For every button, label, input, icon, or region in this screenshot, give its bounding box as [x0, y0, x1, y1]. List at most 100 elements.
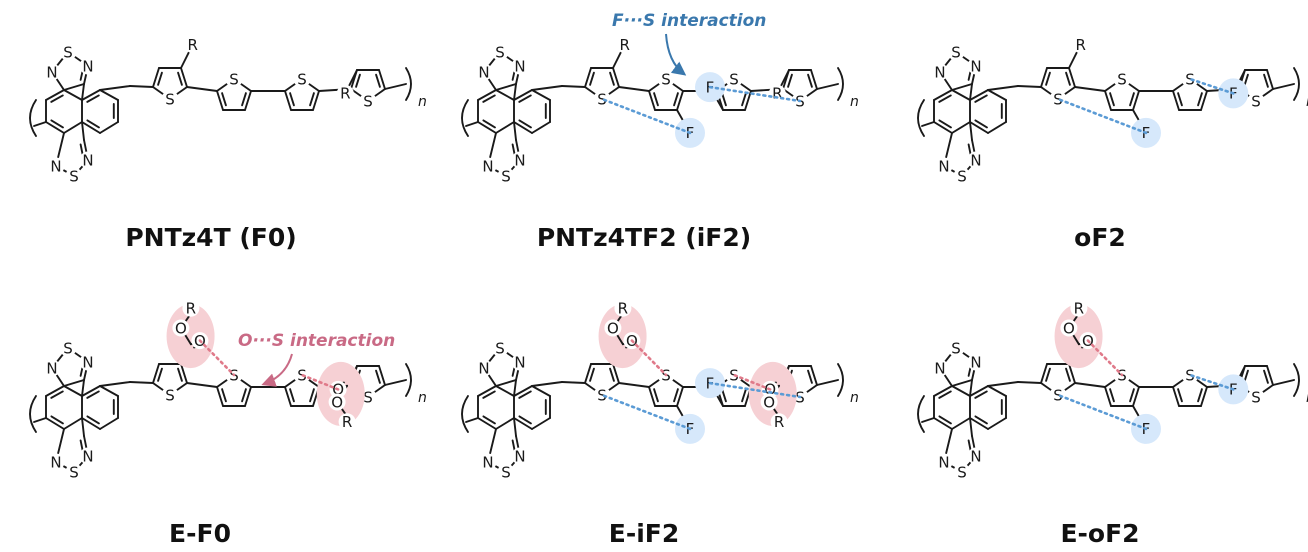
ntz-bond-inner [938, 94, 952, 103]
thiophene-2-bond-inner [653, 388, 659, 403]
ntz-bond-inner [86, 415, 100, 425]
thiadiazole-bottom-bond [513, 121, 517, 141]
thiophene-1-bond-inner [589, 367, 595, 382]
ntz-bond [477, 417, 497, 430]
nitrogen-atom-mask [931, 359, 949, 377]
thiophene-3-bond [312, 90, 320, 111]
thiadiazole-top-bond [951, 379, 973, 387]
ntz-bond-inner [482, 119, 496, 129]
thiophene-3-bond-inner [289, 92, 295, 107]
thiophene-3-bond-inner [1197, 388, 1203, 403]
thiophene-3-sulfur-mask [725, 70, 743, 88]
ntz-bond [951, 385, 971, 397]
nitrogen-atom: N [934, 359, 945, 377]
ntz-bond [531, 385, 551, 397]
ntz-bond [495, 385, 515, 397]
thiophene-1-sulfur: S [597, 386, 607, 404]
thiadiazole-top-bond [495, 83, 517, 91]
thiophene-2-bond-inner [1129, 388, 1135, 403]
thiophene-4-sulfur: S [363, 92, 373, 110]
thiadiazole-bottom-bond [81, 417, 85, 437]
nitrogen-atom-mask [967, 353, 985, 371]
thiophene-1-sulfur-mask [593, 386, 611, 404]
thiophene-2-bond-inner [241, 388, 247, 403]
nitrogen-atom: N [970, 57, 981, 75]
repeat-index-n: n [418, 390, 427, 406]
ntz-bond-inner [86, 390, 100, 399]
nitrogen-atom: N [938, 157, 949, 175]
backbone-bond [465, 121, 479, 127]
fs-contact [1188, 77, 1235, 95]
ester-oxygen-ring1-mask [172, 319, 190, 337]
nitrogen-atom-mask [79, 353, 97, 371]
structure-panel-5: NSNNSNSSSSnOORFF [917, 300, 1308, 481]
ester-alkyl-ring4: R [342, 413, 352, 431]
thiadiazole-top-bond [81, 83, 85, 101]
thiophene-4-bond [1266, 69, 1274, 90]
ntz-bond [513, 417, 533, 430]
ester-alkyl-ring1: R [1074, 300, 1084, 318]
thiophene-1-bond-inner [609, 367, 615, 382]
ntz-bond [951, 89, 971, 101]
sulfur-atom: S [501, 463, 511, 481]
thiophene-1-bond [1068, 363, 1076, 384]
thiophene-3-sulfur-mask [293, 70, 311, 88]
thiophene-1-sulfur-mask [1049, 386, 1067, 404]
thiophene-3-sulfur: S [729, 70, 739, 88]
ntz-bond-inner [974, 94, 988, 103]
thiophene-3-bond-inner [721, 388, 727, 403]
backbone-bond [921, 121, 935, 127]
thiadiazole-top-bond [951, 83, 973, 91]
ntz-bond [99, 89, 119, 101]
nitrogen-atom-mask [47, 157, 65, 175]
thiophene-2-bond [1132, 386, 1140, 407]
ntz-bond [45, 89, 65, 101]
thiophene-2-bond-inner [653, 92, 659, 107]
nitrogen-atom: N [478, 63, 489, 81]
ntz-bond [531, 121, 551, 134]
thiophene-2-bond [1104, 90, 1112, 111]
backbone-bond [33, 121, 47, 127]
fs-contact [1188, 373, 1235, 391]
thiophene-2-bond [1132, 90, 1140, 111]
sulfur-atom-mask [65, 167, 83, 185]
nitrogen-atom-mask [475, 359, 493, 377]
thiophene-4-sulfur-mask [359, 92, 377, 110]
thiophene-2-bond [1104, 386, 1112, 407]
repeat-bracket-open [461, 99, 469, 137]
sulfur-atom: S [957, 463, 967, 481]
ntz-bond [987, 385, 1007, 397]
ntz-bond-inner [86, 119, 100, 129]
repeat-bracket-close [405, 363, 412, 397]
ntz-bond-inner [518, 94, 532, 103]
thiophene-1-bond-inner [589, 71, 595, 86]
thiadiazole-bottom-bond [969, 417, 973, 437]
sulfur-atom-mask [59, 339, 77, 357]
ntz-bond-inner [482, 415, 496, 425]
backbone-bond [186, 86, 218, 92]
backbone-bond [1074, 86, 1106, 92]
nitrogen-atom: N [46, 359, 57, 377]
alkyl-group-ring4: R [772, 85, 782, 103]
ester-oxygen-ring1: O [175, 319, 187, 337]
repeat-bracket-open [917, 99, 925, 137]
nitrogen-atom-mask [47, 453, 65, 471]
backbone-bond [816, 83, 839, 90]
thiophene-4-bond-inner [807, 73, 813, 88]
nitrogen-atom: N [970, 151, 981, 169]
ntz-bond [969, 417, 989, 430]
thiophene-1-bond [180, 363, 188, 384]
thiophene-1-bond [612, 67, 620, 88]
backbone-bond [129, 85, 154, 88]
thiophene-2-bond-inner [673, 92, 679, 107]
sulfur-atom-mask [947, 339, 965, 357]
thiophene-4-bond-inner [787, 73, 793, 88]
backbone-bond [618, 382, 650, 388]
ntz-bond [951, 121, 971, 134]
backbone-bond [921, 417, 935, 423]
thiophene-1-bond [180, 67, 188, 88]
ntz-bond [81, 385, 101, 397]
ester-oxygen-ring4-mask [328, 393, 346, 411]
thiophene-1-sulfur: S [597, 90, 607, 108]
